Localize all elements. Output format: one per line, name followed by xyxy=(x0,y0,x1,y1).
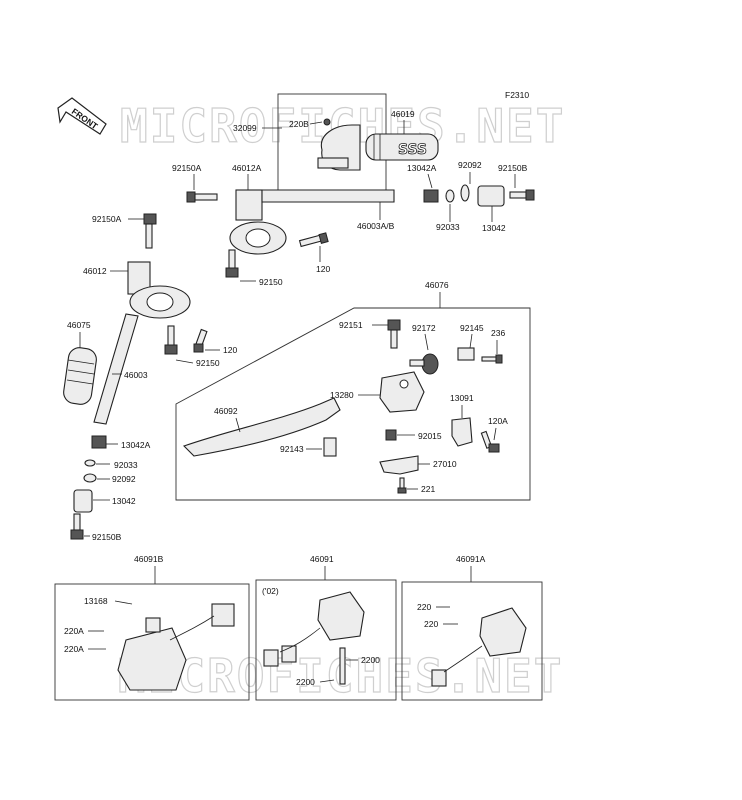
label-92150B-left: 92150B xyxy=(92,532,122,542)
label-220A-2: 220A xyxy=(64,644,84,654)
label-92092-left: 92092 xyxy=(112,474,136,484)
label-13280: 13280 xyxy=(330,390,354,400)
label-220-1: 220 xyxy=(417,602,431,612)
clamp-46012 xyxy=(127,261,191,319)
figure-code: F2310 xyxy=(505,90,529,100)
lever-holder-13280 xyxy=(379,371,425,413)
bolt-92151 xyxy=(387,319,401,349)
label-13042-top: 13042 xyxy=(482,223,506,233)
bolt-92150A-top xyxy=(186,191,218,203)
bar-end-13042-left xyxy=(73,489,93,513)
label-46012A: 46012A xyxy=(232,163,262,173)
washer-92092-top xyxy=(460,184,470,202)
label-32099: 32099 xyxy=(233,123,257,133)
bolt-92150A-left xyxy=(143,213,157,249)
bolt-92150-top xyxy=(225,249,239,278)
label-221: 221 xyxy=(421,484,435,494)
bolt-92150-left xyxy=(164,325,178,355)
label-2200-1: 2200 xyxy=(361,655,380,665)
label-92143: 92143 xyxy=(280,444,304,454)
ring-92033-top xyxy=(445,189,455,203)
label-46075: 46075 xyxy=(67,320,91,330)
label-92015: 92015 xyxy=(418,431,442,441)
bolt-120A xyxy=(480,430,500,453)
label-220A-1: 220A xyxy=(64,626,84,636)
label-46003: 46003 xyxy=(124,370,148,380)
bar-end-13042-top xyxy=(477,185,505,207)
label-13091: 13091 xyxy=(450,393,474,403)
label-46076: 46076 xyxy=(425,280,449,290)
label-46091: 46091 xyxy=(310,554,334,564)
switch-rh-part xyxy=(431,607,527,687)
switch-box-lh xyxy=(54,583,250,701)
right-grip-part: SSS xyxy=(365,133,439,161)
screw-221 xyxy=(397,477,407,494)
nut-92015 xyxy=(385,429,397,441)
label-13168: 13168 xyxy=(84,596,108,606)
handlebar-tube-46003 xyxy=(93,313,139,425)
label-92145: 92145 xyxy=(460,323,484,333)
clamp-13091 xyxy=(451,417,473,447)
label-120A: 120A xyxy=(488,416,508,426)
ring-92033-left xyxy=(84,459,96,467)
clamp-46012A xyxy=(229,189,287,255)
label-92092-top: 92092 xyxy=(458,160,482,170)
weight-13042A-top xyxy=(423,189,439,203)
svg-text:SSS: SSS xyxy=(398,142,427,158)
label-92150B-top: 92150B xyxy=(498,163,528,173)
left-grip-part xyxy=(63,347,97,405)
bolt-92150B-left xyxy=(70,513,84,540)
switch-box-rh-02 xyxy=(255,579,397,701)
label-46012: 46012 xyxy=(83,266,107,276)
label-46003AB: 46003A/B xyxy=(357,221,395,231)
switch-rh-02-part xyxy=(263,591,365,685)
label-46091B: 46091B xyxy=(134,554,164,564)
label-27010: 27010 xyxy=(433,459,457,469)
handlebar-tube-46003AB xyxy=(261,189,395,203)
washer-92092-left xyxy=(83,473,97,483)
clutch-lever-box xyxy=(175,307,531,501)
label-236: 236 xyxy=(491,328,505,338)
collar-92143 xyxy=(323,437,337,457)
clutch-lever-46092 xyxy=(182,397,341,457)
label-92150-left: 92150 xyxy=(196,358,220,368)
label-13042A-top: 13042A xyxy=(407,163,437,173)
label-02: ('02) xyxy=(262,586,279,596)
label-2200-2: 2200 xyxy=(296,677,315,687)
label-46091A: 46091A xyxy=(456,554,486,564)
throttle-pulley-part xyxy=(317,118,361,171)
screw-236 xyxy=(481,354,503,364)
label-120-left: 120 xyxy=(223,345,237,355)
label-92172: 92172 xyxy=(412,323,436,333)
label-92150A-left: 92150A xyxy=(92,214,122,224)
label-92033-left: 92033 xyxy=(114,460,138,470)
adjuster-92172 xyxy=(409,353,439,375)
label-13042-left: 13042 xyxy=(112,496,136,506)
label-13042A-left: 13042A xyxy=(121,440,151,450)
spring-92145 xyxy=(457,347,475,361)
weight-13042A-left xyxy=(91,435,107,449)
front-arrow-icon: FRONT xyxy=(57,97,107,135)
label-46092: 46092 xyxy=(214,406,238,416)
label-120-top: 120 xyxy=(316,264,330,274)
switch-lh-part xyxy=(117,603,235,691)
label-92150-top: 92150 xyxy=(259,277,283,287)
label-220B: 220B xyxy=(289,119,309,129)
label-92033-top: 92033 xyxy=(436,222,460,232)
switch-27010 xyxy=(379,455,419,475)
label-220-2: 220 xyxy=(424,619,438,629)
bolt-120-left xyxy=(193,328,208,353)
bolt-120-top xyxy=(298,232,329,248)
switch-box-rh xyxy=(401,581,543,701)
label-46019: 46019 xyxy=(391,109,415,119)
label-92151: 92151 xyxy=(339,320,363,330)
label-92150A-top: 92150A xyxy=(172,163,202,173)
bolt-92150B-top xyxy=(509,189,535,201)
